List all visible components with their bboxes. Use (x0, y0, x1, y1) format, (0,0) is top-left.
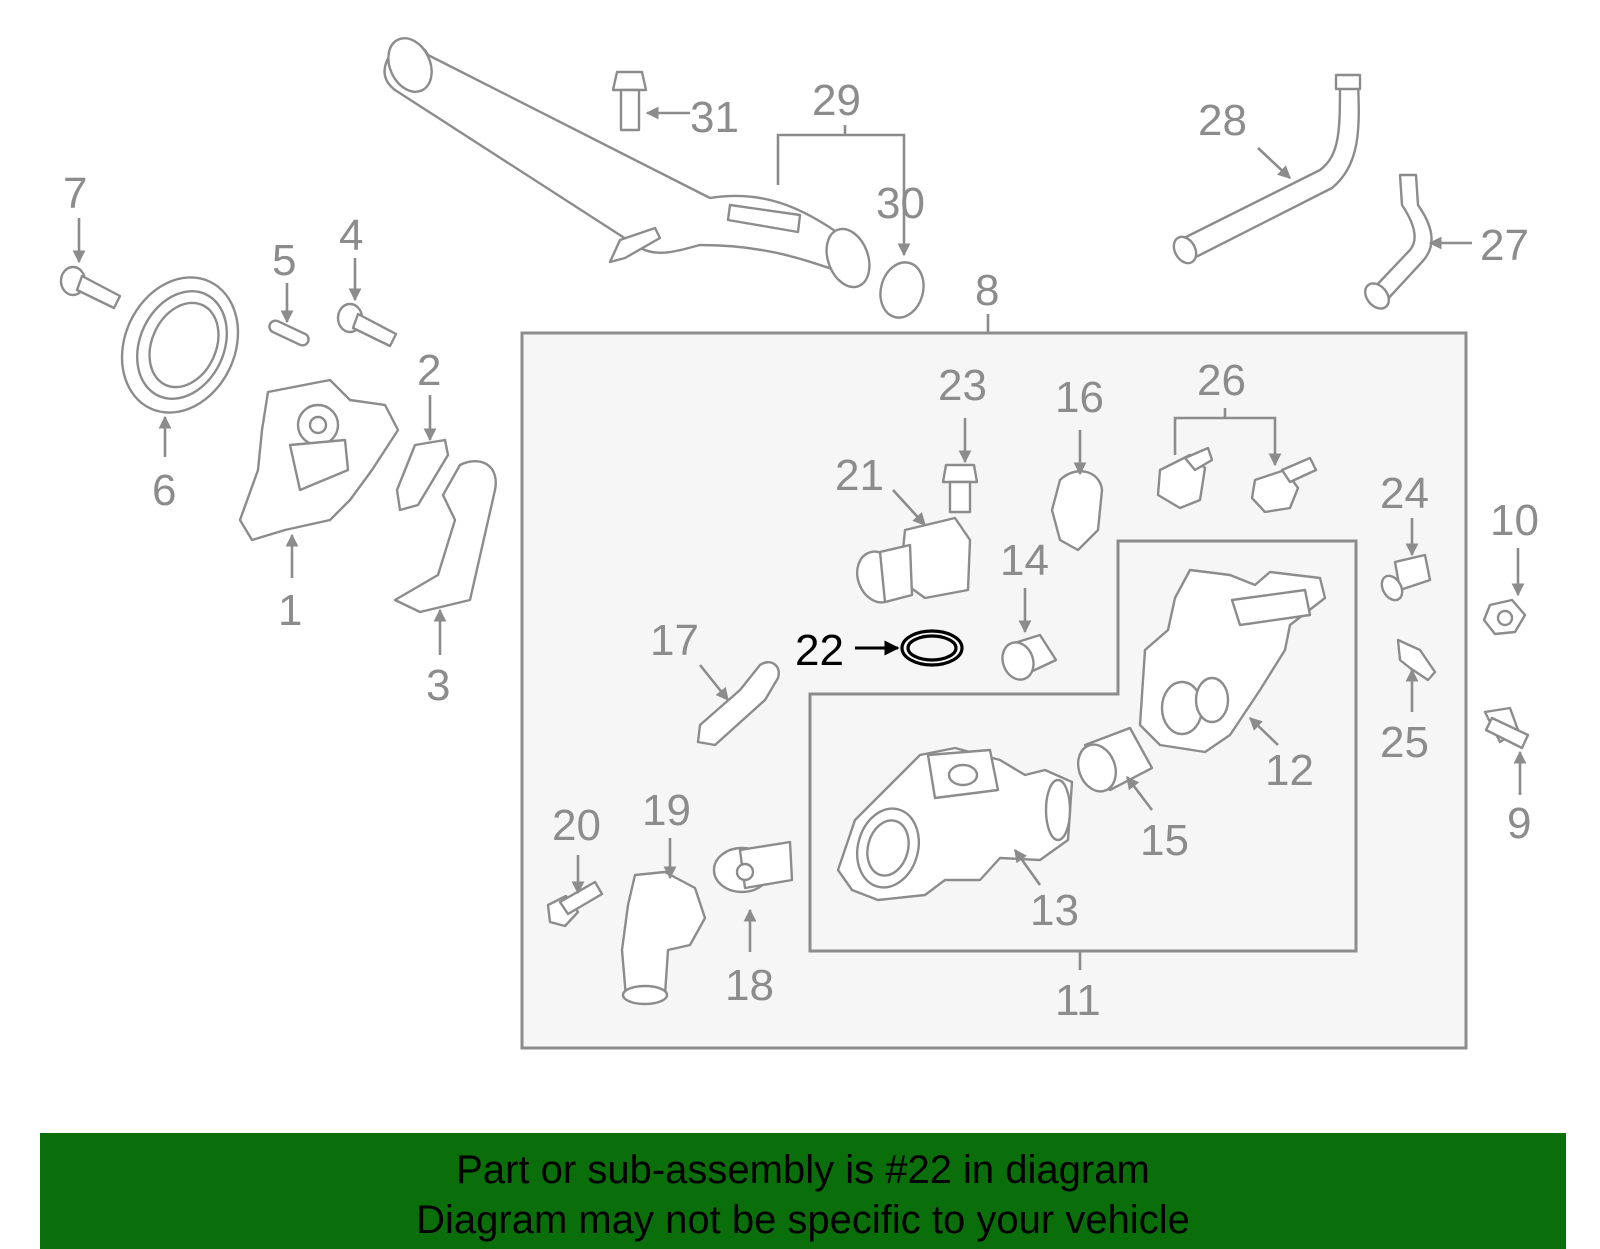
callout-labels: 7 6 5 4 1 2 3 31 29 30 28 27 8 23 21 16 … (63, 76, 1539, 1025)
callout-10: 10 (1490, 496, 1539, 545)
callout-22: 22 (795, 626, 844, 675)
callout-27: 27 (1480, 221, 1529, 270)
callout-9: 9 (1507, 799, 1531, 848)
callout-23: 23 (938, 361, 987, 410)
callout-30: 30 (876, 179, 925, 228)
part-5-pin[interactable] (267, 319, 310, 348)
part-15-sleeve[interactable] (1072, 726, 1154, 797)
callout-21: 21 (835, 451, 884, 500)
part-29-pipe[interactable] (380, 31, 877, 293)
part-2-gasket[interactable] (395, 438, 450, 512)
callout-31: 31 (690, 93, 739, 142)
part-12-housing[interactable] (1138, 568, 1327, 754)
part-20-bolt[interactable] (546, 880, 604, 928)
callout-13: 13 (1030, 886, 1079, 935)
part-27-hose[interactable] (1360, 173, 1433, 313)
part-30-o-ring[interactable] (874, 258, 929, 323)
part-4-bolt[interactable] (336, 302, 398, 348)
part-14-sleeve[interactable] (997, 633, 1058, 684)
part-1-water-pump[interactable] (238, 378, 400, 542)
part-18-thermostat[interactable] (712, 840, 794, 894)
callout-19: 19 (642, 786, 691, 835)
callout-25: 25 (1380, 718, 1429, 767)
callout-15: 15 (1140, 816, 1189, 865)
callout-12: 12 (1265, 746, 1314, 795)
part-3-gasket[interactable] (393, 460, 497, 614)
callout-20: 20 (552, 801, 601, 850)
callout-5: 5 (272, 236, 296, 285)
callout-18: 18 (725, 961, 774, 1010)
part-23-bolt[interactable] (941, 463, 979, 514)
part-6-pulley[interactable] (101, 258, 260, 431)
info-banner: Part or sub-assembly is #22 in diagram D… (40, 1133, 1566, 1249)
part-24-sensor[interactable] (1378, 553, 1432, 604)
part-7-bolt[interactable] (59, 265, 122, 310)
callout-24: 24 (1380, 469, 1429, 518)
part-9-bolt[interactable] (1483, 706, 1530, 750)
callout-8: 8 (975, 266, 999, 315)
callout-26: 26 (1197, 356, 1246, 405)
callout-17: 17 (650, 616, 699, 665)
banner-line-1: Part or sub-assembly is #22 in diagram (456, 1148, 1150, 1192)
part-21-housing[interactable] (850, 516, 972, 608)
part-31-bolt[interactable] (611, 70, 648, 132)
callout-6: 6 (152, 466, 176, 515)
part-28-tube[interactable] (1169, 73, 1362, 267)
callout-7: 7 (63, 169, 87, 218)
part-22-o-ring[interactable] (900, 629, 964, 667)
callout-3: 3 (426, 661, 450, 710)
part-25-clip[interactable] (1396, 638, 1437, 682)
callout-1: 1 (278, 586, 302, 635)
leader-lines (72, 106, 1527, 970)
part-16-gasket[interactable] (1050, 470, 1104, 552)
callout-29: 29 (812, 76, 861, 125)
part-10-nut[interactable] (1482, 598, 1527, 636)
banner-line-2: Diagram may not be specific to your vehi… (416, 1198, 1190, 1242)
callout-11: 11 (1055, 976, 1101, 1025)
part-17-gasket[interactable] (696, 661, 780, 747)
part-13-housing[interactable] (836, 746, 1074, 902)
part-19-elbow[interactable] (620, 870, 707, 1006)
callout-2: 2 (417, 346, 441, 395)
callout-4: 4 (339, 211, 363, 260)
callout-28: 28 (1198, 96, 1247, 145)
callout-16: 16 (1055, 373, 1104, 422)
callout-14: 14 (1000, 536, 1049, 585)
part-26-connectors[interactable] (1156, 446, 1318, 514)
